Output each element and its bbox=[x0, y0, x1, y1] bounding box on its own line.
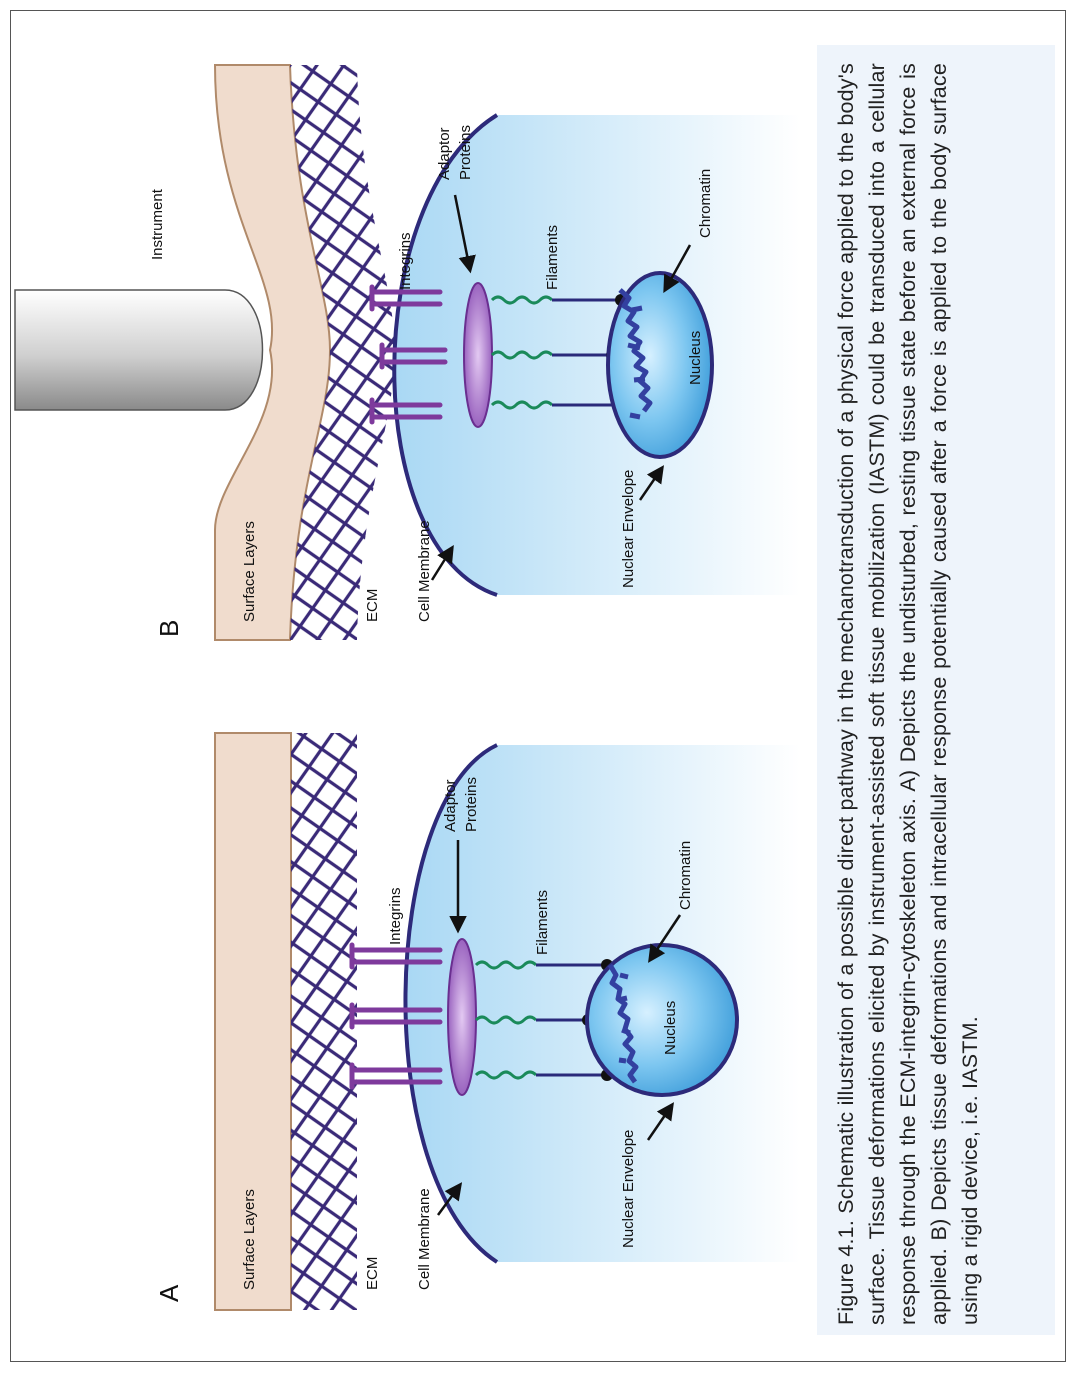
label-adaptor-a: Adaptor bbox=[442, 779, 459, 832]
label-cell-membrane-a: Cell Membrane bbox=[416, 1188, 433, 1290]
panel-letter-b: B bbox=[154, 620, 184, 637]
label-nucleus-b: Nucleus bbox=[687, 331, 704, 385]
figure-caption: Figure 4.1. Schematic illustration of a … bbox=[831, 63, 986, 1325]
label-ecm-b: ECM bbox=[364, 589, 381, 622]
panel-a: A Surface Layers ECM Cell Membrane Nucle… bbox=[154, 733, 800, 1310]
label-ecm-a: ECM bbox=[364, 1257, 381, 1290]
label-surface-layers-b: Surface Layers bbox=[241, 521, 258, 622]
label-chromatin-b: Chromatin bbox=[697, 169, 714, 238]
label-nuclear-envelope-a: Nuclear Envelope bbox=[620, 1130, 637, 1248]
panel-letter-a: A bbox=[154, 1284, 184, 1302]
label-filaments-a: Filaments bbox=[534, 890, 551, 955]
adaptor-protein-b bbox=[464, 283, 492, 427]
label-proteins-a: Proteins bbox=[463, 777, 480, 832]
ecm-mesh-a bbox=[291, 733, 357, 1310]
label-nucleus-a: Nucleus bbox=[662, 1001, 679, 1055]
label-cell-membrane-b: Cell Membrane bbox=[416, 520, 433, 622]
panel-b: B Instrument Surface Layers ECM Cell Mem… bbox=[15, 65, 800, 640]
label-integrins-b: Integrins bbox=[397, 232, 414, 290]
label-adaptor-b: Adaptor bbox=[436, 127, 453, 180]
label-proteins-b: Proteins bbox=[457, 125, 474, 180]
adaptor-protein-a bbox=[448, 939, 476, 1095]
label-chromatin-a: Chromatin bbox=[677, 841, 694, 910]
instrument bbox=[15, 290, 263, 410]
label-surface-layers-a: Surface Layers bbox=[241, 1189, 258, 1290]
caption-box: Figure 4.1. Schematic illustration of a … bbox=[817, 45, 1055, 1335]
label-filaments-b: Filaments bbox=[544, 225, 561, 290]
label-integrins-a: Integrins bbox=[387, 887, 404, 945]
label-nuclear-envelope-b: Nuclear Envelope bbox=[620, 470, 637, 588]
label-instrument: Instrument bbox=[149, 188, 166, 260]
